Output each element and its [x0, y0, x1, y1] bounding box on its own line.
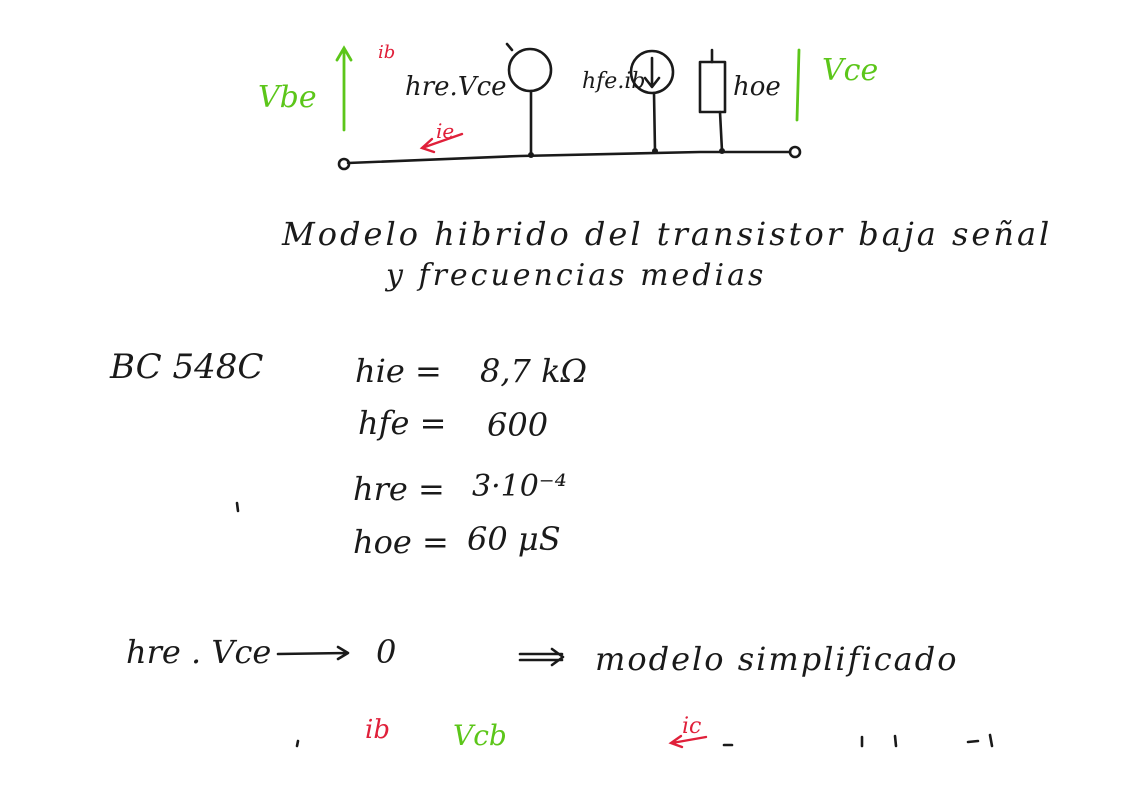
param-label: hie =: [355, 352, 442, 390]
caption-line-2: y frecuencias medias: [384, 258, 766, 293]
bottom-ic-label: ic: [682, 714, 701, 739]
vce-label: Vce: [822, 53, 878, 88]
conclusion-zero: 0: [376, 633, 396, 671]
param-label: hre =: [353, 470, 445, 508]
arrow-right-icon: [276, 645, 350, 661]
hoe-circuit-label: hoe: [733, 72, 781, 102]
param-value: 3·10⁻⁴: [472, 469, 567, 504]
ie-label: ie: [436, 119, 454, 143]
hfe-ib-label: hfe.ib: [582, 69, 645, 94]
hre-vce-label: hre.Vce: [405, 72, 507, 102]
implies-arrow-icon: [518, 647, 565, 667]
transistor-part-name: BC 548C: [109, 347, 263, 387]
param-label: hfe =: [358, 404, 446, 442]
common-rail: [346, 150, 792, 165]
caption-line-1: Modelo hibrido del transistor baja señal: [281, 215, 1052, 253]
resistor-leads: [710, 48, 724, 153]
stray-mark: [235, 501, 240, 513]
bottom-ib-label: ib: [365, 715, 390, 745]
conclusion-result: modelo simplificado: [595, 640, 958, 678]
ib-top-label: ib: [378, 42, 395, 63]
current-source-icon: [629, 49, 675, 95]
left-terminal: [337, 157, 351, 171]
current-arrow-icon: [643, 56, 661, 89]
bottom-vcb-label: Vcb: [453, 719, 507, 752]
param-value: 8,7 kΩ: [480, 352, 587, 390]
conclusion-left: hre . Vce: [126, 633, 271, 671]
current-source-lead: [652, 91, 657, 153]
ic-arrow-icon: [668, 734, 708, 749]
vce-bar: [795, 48, 801, 122]
source-lead-top: [505, 42, 514, 52]
ie-arrow-icon: [419, 132, 464, 154]
vbe-arrow-icon: [335, 45, 353, 132]
param-value: 600: [487, 406, 548, 444]
cut-off-strokes: [295, 733, 994, 748]
param-label: hoe =: [353, 523, 449, 561]
param-value: 60 μS: [467, 520, 561, 558]
right-terminal: [788, 145, 802, 159]
hybrid-circuit: Vbe ib hre.Vce hfe.ib hoe Vce ie: [258, 42, 878, 171]
vbe-label: Vbe: [258, 80, 317, 115]
hoe-resistor-icon: [698, 60, 727, 114]
voltage-source-icon: [507, 47, 553, 93]
